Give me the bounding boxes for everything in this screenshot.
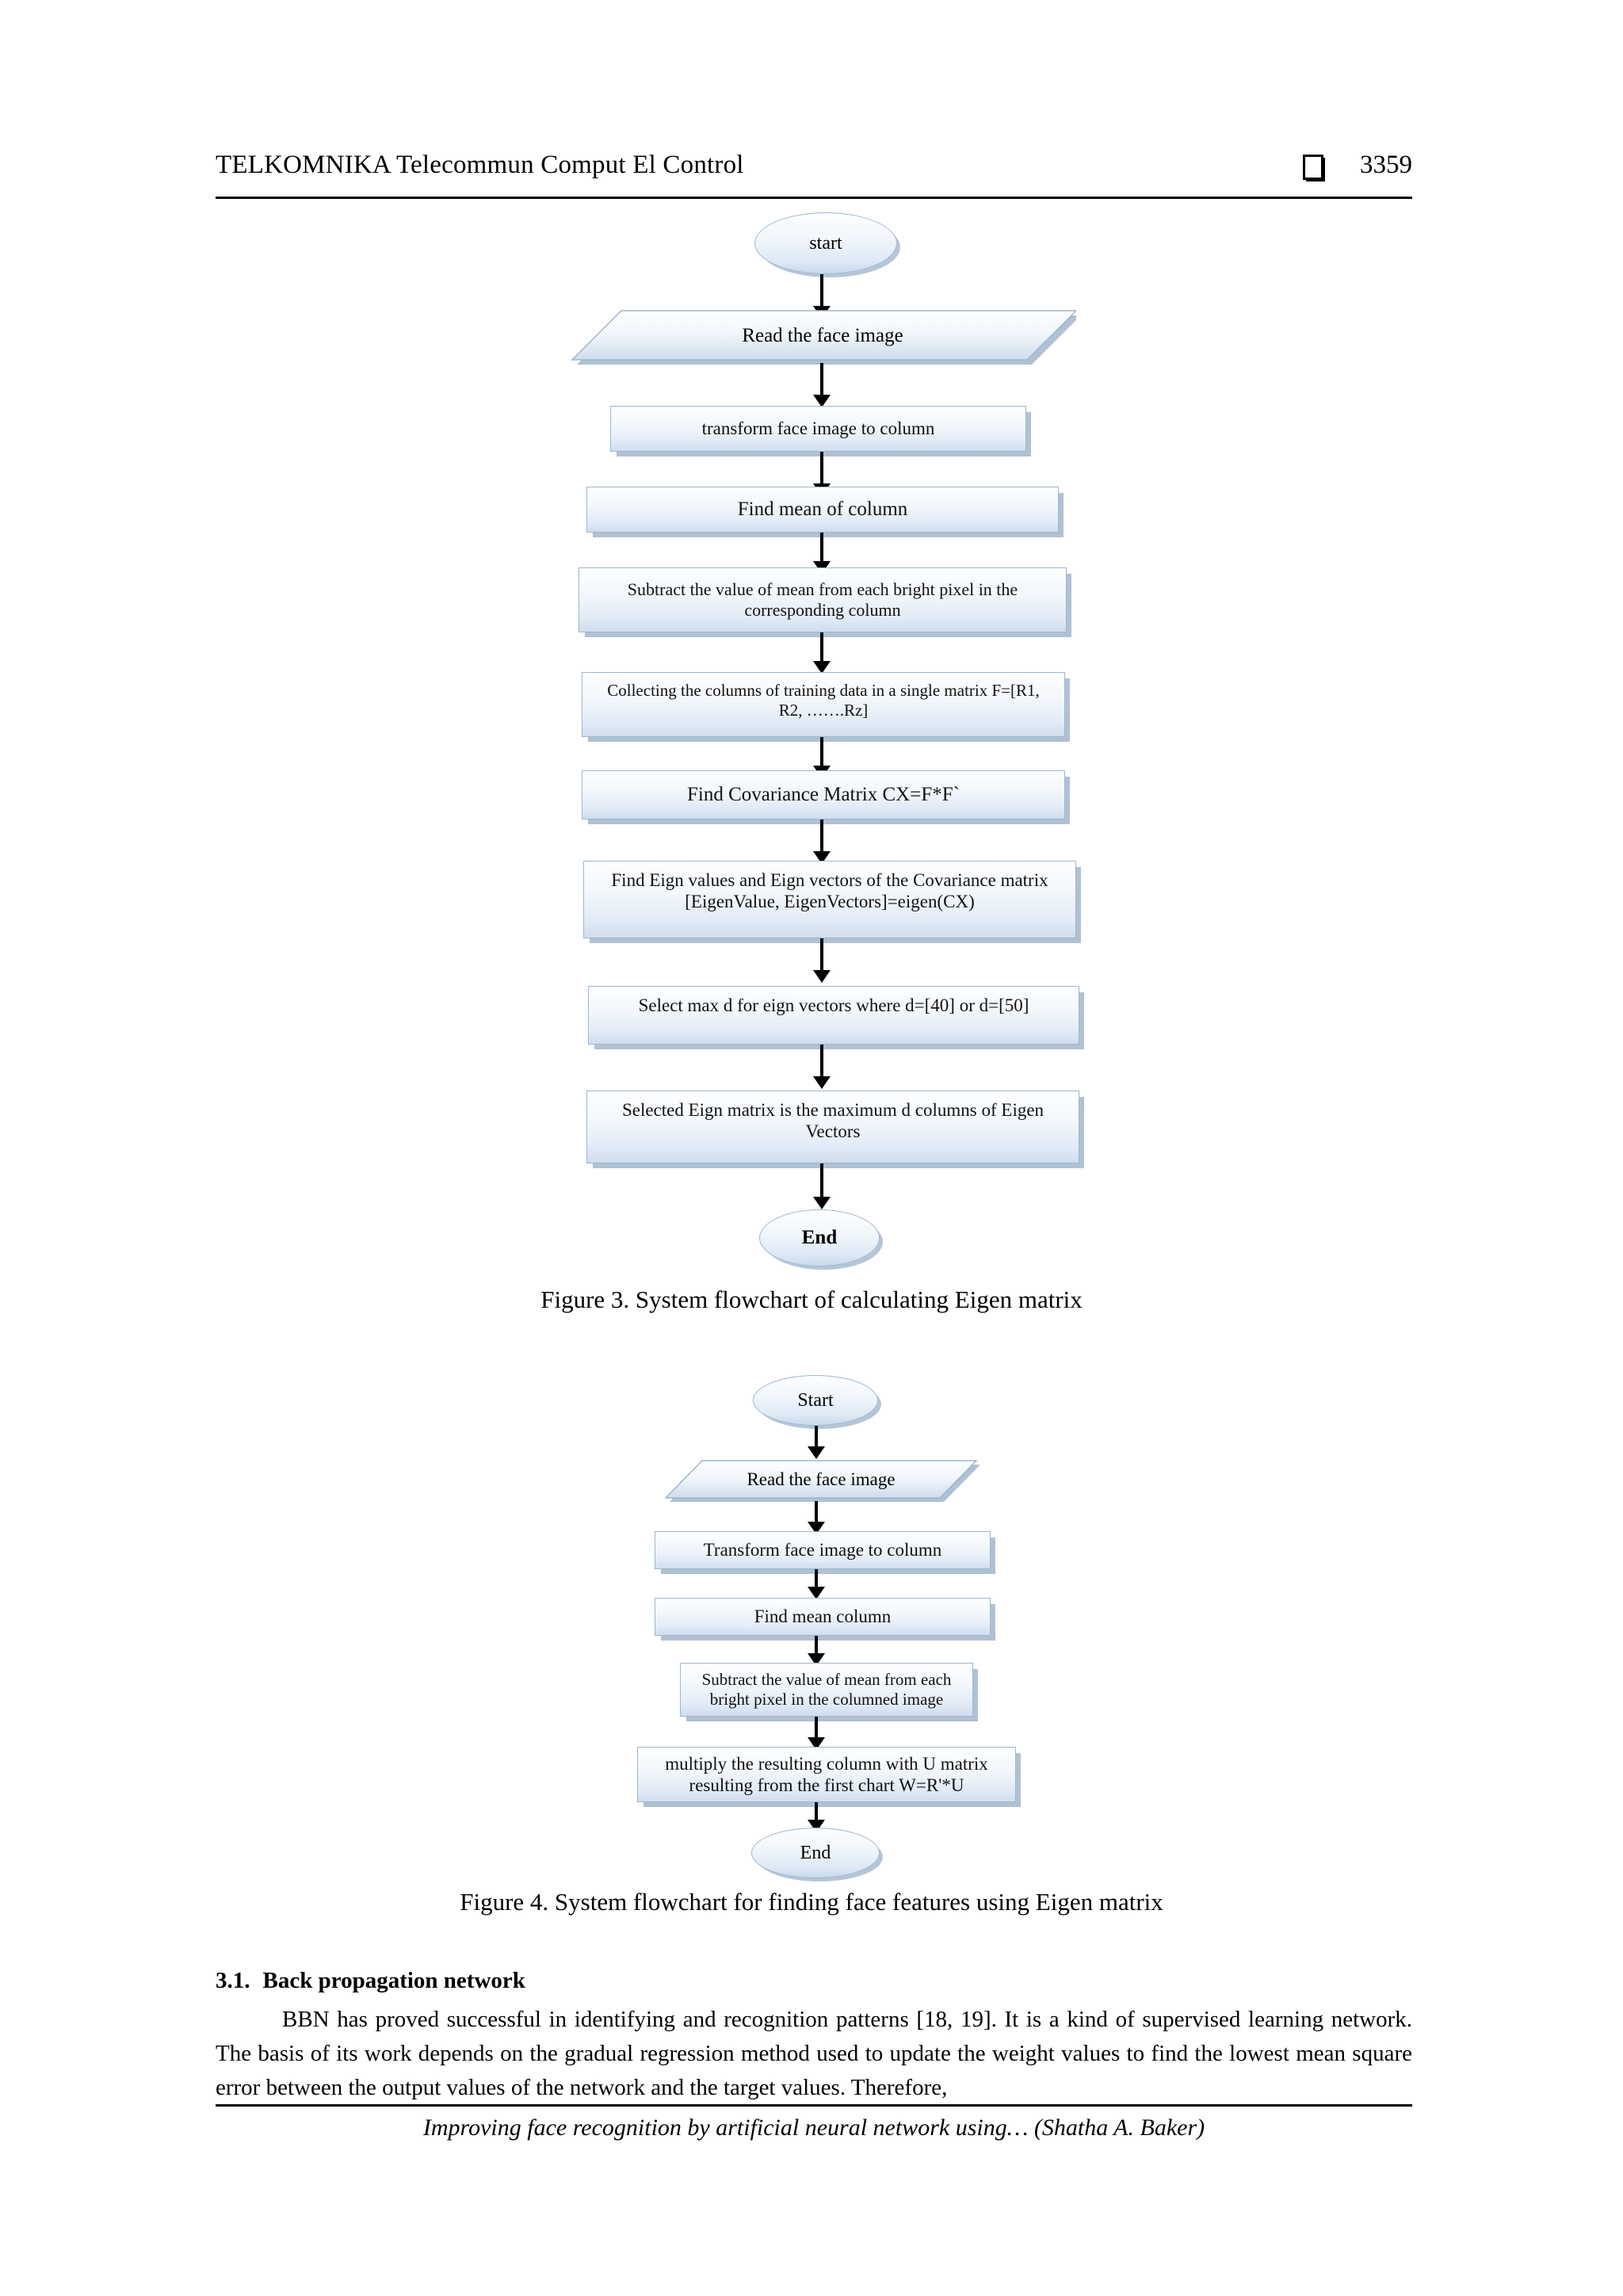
flow4-node-subtract: Subtract the value of mean from each bri… xyxy=(680,1663,973,1717)
header-divider xyxy=(216,197,1412,199)
flow4-node-transform-label: Transform face image to column xyxy=(703,1540,942,1561)
flow4-node-read: Read the face image xyxy=(663,1457,980,1503)
flow4-arrow-transform-mean xyxy=(808,1569,825,1599)
flow3-node-read-shape xyxy=(571,310,1081,365)
figure-4-caption: Figure 4. System flowchart for finding f… xyxy=(0,1888,1623,1916)
footer-divider xyxy=(216,2104,1412,2107)
figure-3-caption-text: Figure 3. System flowchart of calculatin… xyxy=(540,1286,1083,1313)
figure-3-caption: Figure 3. System flowchart of calculatin… xyxy=(0,1286,1623,1314)
flow3-node-end-label: End xyxy=(801,1227,838,1248)
figure-4-caption-text: Figure 4. System flowchart for finding f… xyxy=(460,1888,1163,1916)
section-heading: 3.1. Back propagation network xyxy=(216,1968,525,1994)
flow4-arrow-mean-subtract xyxy=(808,1636,825,1666)
flow3-node-collect-label: Collecting the columns of training data … xyxy=(607,681,1040,720)
flow3-node-mean-label: Find mean of column xyxy=(737,499,908,521)
flow3-node-subtract: Subtract the value of mean from each bri… xyxy=(579,567,1067,632)
flow3-node-start-label: start xyxy=(809,232,842,254)
flow4-node-start: Start xyxy=(753,1375,878,1426)
flow3-node-eigen: Find Eign values and Eign vectors of the… xyxy=(583,861,1076,938)
flow3-node-start: start xyxy=(754,212,897,274)
paragraph-text: BBN has proved successful in identifying… xyxy=(216,2007,1412,2100)
flow3-node-transform: transform face image to column xyxy=(610,406,1026,452)
flow3-arrow-selected-end xyxy=(812,1163,831,1209)
flow3-node-eigen-label: Find Eign values and Eign vectors of the… xyxy=(611,870,1048,912)
flow3-node-transform-label: transform face image to column xyxy=(701,418,935,439)
flow4-node-subtract-label: Subtract the value of mean from each bri… xyxy=(701,1670,952,1709)
flow3-node-selectmax-label: Select max d for eign vectors where d=[4… xyxy=(638,995,1029,1015)
flow4-node-end-label: End xyxy=(800,1842,831,1863)
flow3-node-covariance-label: Find Covariance Matrix CX=F*F` xyxy=(687,784,960,806)
flow4-node-transform: Transform face image to column xyxy=(655,1531,991,1569)
journal-title: TELKOMNIKA Telecommun Comput El Control xyxy=(216,151,744,179)
flow3-node-selected-label: Selected Eign matrix is the maximum d co… xyxy=(621,1100,1044,1142)
flow3-node-mean: Find mean of column xyxy=(586,487,1059,533)
figure-4-flowchart: Start Read the face image xyxy=(637,1375,1016,1878)
flow4-node-multiply: multiply the resulting column with U mat… xyxy=(637,1747,1016,1802)
section-paragraph: BBN has proved successful in identifying… xyxy=(216,2003,1412,2105)
flow4-arrow-subtract-multiply xyxy=(808,1717,825,1750)
flow4-node-read-shape xyxy=(664,1460,980,1502)
flow3-node-selectmax: Select max d for eign vectors where d=[4… xyxy=(588,986,1079,1045)
flow3-arrow-selectmax-selected xyxy=(812,1045,831,1089)
section-title: Back propagation network xyxy=(262,1968,525,1993)
flow3-node-selected: Selected Eign matrix is the maximum d co… xyxy=(586,1091,1079,1163)
hollow-square-icon xyxy=(1303,154,1323,180)
page-number: 3359 xyxy=(1360,151,1412,179)
flow4-node-mean-label: Find mean column xyxy=(754,1606,892,1627)
flow4-node-mean: Find mean column xyxy=(655,1598,991,1636)
flow4-arrow-read-transform xyxy=(808,1501,825,1534)
flow4-node-multiply-label: multiply the resulting column with U mat… xyxy=(665,1753,988,1795)
flow3-node-end: End xyxy=(759,1209,880,1266)
flow4-node-end: End xyxy=(751,1828,880,1878)
flow3-node-subtract-label: Subtract the value of mean from each bri… xyxy=(627,579,1018,620)
flow3-arrow-eigen-selectmax xyxy=(812,938,831,983)
page-header: TELKOMNIKA Telecommun Comput El Control … xyxy=(216,151,1412,198)
flow4-node-start-label: Start xyxy=(797,1389,834,1411)
flow3-arrow-read-transform xyxy=(812,363,831,407)
flow3-arrow-subtract-collect xyxy=(812,632,831,674)
section-number: 3.1. xyxy=(216,1968,250,1993)
header-right-group: 3359 xyxy=(1303,151,1412,180)
flow3-node-collect: Collecting the columns of training data … xyxy=(582,672,1065,737)
flow4-arrow-start-read xyxy=(808,1426,825,1459)
footer-running-title: Improving face recognition by artificial… xyxy=(422,2115,1205,2141)
flow3-node-covariance: Find Covariance Matrix CX=F*F` xyxy=(582,770,1065,819)
